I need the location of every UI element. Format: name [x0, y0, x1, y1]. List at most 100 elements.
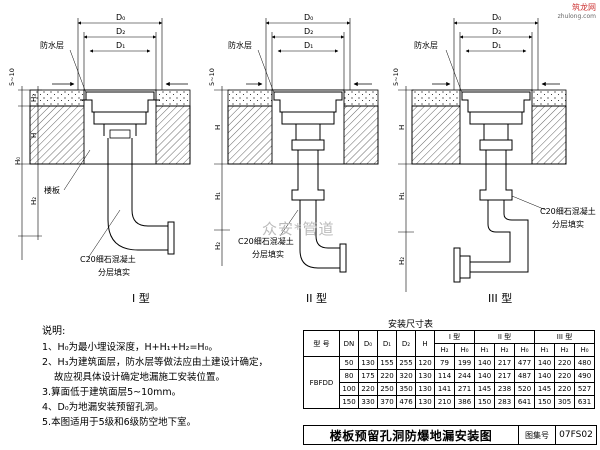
th-h1: H₁: [474, 343, 495, 357]
notes-block: 说明: 1、H₀为最小埋设深度，H+H₁+H₂=H₀。 2、H₃为建筑面层，防水…: [42, 324, 297, 430]
table-cell: 220: [358, 382, 378, 396]
h1-label-3: H₁: [398, 192, 406, 200]
th-d0: D₀: [358, 330, 378, 357]
h2-label-2: H₂: [214, 242, 222, 250]
table-cell: 140: [534, 356, 555, 370]
d2-label-2: D₂: [304, 27, 313, 36]
table-cell: 305: [554, 395, 575, 409]
note-item: 3.算面低于建筑面层5~10mm。: [42, 387, 182, 398]
table-cell: 80: [339, 369, 359, 383]
d1-label-2: D₁: [304, 41, 313, 50]
table-cell: 150: [339, 395, 359, 409]
table-cell: 217: [494, 369, 515, 383]
table-cell: 141: [434, 382, 455, 396]
concrete-label-1: C20细石混凝土: [80, 254, 136, 264]
concrete-label-3: C20细石混凝土: [540, 206, 596, 216]
table-cell: 283: [494, 395, 515, 409]
table-cell: 527: [574, 382, 595, 396]
table-cell: 155: [377, 356, 397, 370]
note-item: 5.本图适用于5级和6级防空地下室。: [42, 417, 197, 428]
gap-label-1: 5~10: [8, 68, 16, 86]
table-cell: 271: [454, 382, 475, 396]
table-cell: 130: [415, 369, 435, 383]
table-cell: 476: [396, 395, 416, 409]
cell-model: FBFDD: [303, 356, 340, 409]
table-cell: 130: [415, 395, 435, 409]
note-item: 故应视具体设计确定地漏施工安装位置。: [54, 372, 226, 383]
table-title: 安装尺寸表: [388, 320, 434, 330]
table-subheader-row: H₂ H₀ H₁ H₂ H₀ H₁ H₂ H₀: [304, 343, 595, 357]
th-model: 型 号: [303, 330, 340, 357]
table-cell: 140: [534, 369, 555, 383]
table-cell: 140: [474, 369, 495, 383]
d0-label-3: D₀: [492, 13, 501, 22]
figure-caption-1: I 型: [132, 291, 150, 305]
waterproof-label-2: 防水层: [228, 40, 252, 50]
table-cell: 330: [358, 395, 378, 409]
table-cell: 210: [434, 395, 455, 409]
note-item: 4、D₀为地漏安装预留孔洞。: [42, 402, 164, 413]
table-cell: 120: [415, 356, 435, 370]
table-cell: 114: [434, 369, 455, 383]
table-cell: 477: [514, 356, 535, 370]
dimension-table: 型 号 DN D₀ D₁ D₂ H I 型 II 型 III 型 H₂ H₀ H…: [303, 330, 595, 409]
d1-label-3: D₁: [492, 41, 501, 50]
table-cell: 50: [339, 356, 359, 370]
table-cell: 641: [514, 395, 535, 409]
d0-label-1: D₀: [116, 13, 125, 22]
layered-label-2: 分层填实: [252, 249, 284, 259]
table-cell: 145: [474, 382, 495, 396]
layered-label-3: 分层填实: [552, 219, 584, 229]
h2-label-3: H₂: [398, 257, 406, 265]
table-cell: 350: [396, 382, 416, 396]
watermark: 众安*管道: [262, 220, 335, 238]
th-h2: H₂: [494, 343, 515, 357]
figure-type-3: [398, 18, 567, 292]
th-group-1: I 型: [434, 330, 475, 344]
note-item: 1、H₀为最小埋设深度，H+H₁+H₂=H₀。: [42, 342, 218, 353]
gap-label-2: 5~10: [208, 68, 216, 86]
table-cell: 79: [434, 356, 455, 370]
table-cell: 140: [474, 356, 495, 370]
note-item: 2、H₃为建筑面层，防水层等做法应由土建设计确定，: [42, 357, 268, 368]
waterproof-label-1: 防水层: [40, 40, 64, 50]
th-h0: H₀: [514, 343, 535, 357]
table-cell: 238: [494, 382, 515, 396]
table-cell: 490: [574, 369, 595, 383]
d1-label-1: D₁: [116, 41, 125, 50]
th-group-3: III 型: [534, 330, 595, 344]
th-h1: H₁: [534, 343, 555, 357]
th-h: H: [415, 330, 435, 357]
table-cell: 150: [534, 395, 555, 409]
table-cell: 217: [494, 356, 515, 370]
h-label-2: H: [214, 125, 222, 130]
table-cell: 220: [554, 369, 575, 383]
figure-type-2: [214, 18, 379, 273]
d2-label-3: D₂: [492, 27, 501, 36]
table-cell: 250: [377, 382, 397, 396]
table-cell: 100: [339, 382, 359, 396]
th-d2: D₂: [396, 330, 416, 357]
th-h2: H₂: [434, 343, 455, 357]
table-cell: 130: [358, 356, 378, 370]
d2-label-1: D₂: [116, 27, 125, 36]
waterproof-label-3: 防水层: [414, 40, 438, 50]
logo: 筑龙网 zhulong.com: [558, 2, 596, 20]
table-cell: 244: [454, 369, 475, 383]
table-cell: 145: [534, 382, 555, 396]
table-cell: 220: [554, 356, 575, 370]
table-cell: 370: [377, 395, 397, 409]
atlas-number: 07FS02: [555, 426, 596, 444]
th-h0: H₀: [574, 343, 595, 357]
notes-heading: 说明:: [42, 326, 66, 337]
concrete-label-2: C20细石混凝土: [238, 236, 294, 246]
layered-label-1: 分层填实: [98, 267, 130, 277]
logo-domain: zhulong.com: [557, 13, 596, 20]
d0-label-2: D₀: [304, 13, 313, 22]
logo-name: 筑龙网: [572, 3, 596, 12]
